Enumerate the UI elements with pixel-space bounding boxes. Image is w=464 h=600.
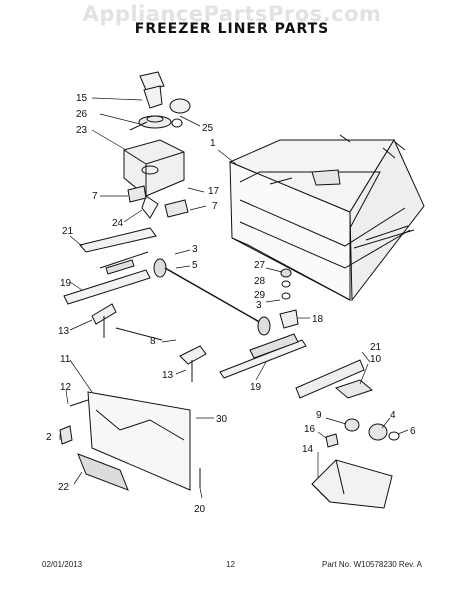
callout-14: 14: [302, 444, 314, 455]
callout-22: 22: [58, 482, 70, 493]
callout-13a: 13: [58, 326, 70, 337]
callout-11: 11: [60, 354, 71, 365]
callout-21a: 21: [62, 226, 74, 237]
callout-18: 18: [312, 314, 324, 325]
callout-9: 9: [316, 410, 322, 421]
page-title: FREEZER LINER PARTS: [134, 21, 330, 37]
fan-motor-assembly: [123, 71, 191, 219]
callout-15: 15: [76, 93, 88, 104]
callout-20: 20: [194, 504, 206, 515]
callout-19b: 19: [250, 382, 262, 393]
footer-page-number: 12: [226, 560, 235, 569]
callout-10: 10: [370, 354, 382, 365]
bracket-left: [91, 303, 207, 382]
callout-29: 29: [254, 290, 266, 301]
callout-3a: 3: [192, 244, 198, 255]
callout-16: 16: [304, 424, 316, 435]
callout-24: 24: [112, 218, 124, 229]
callout-6: 6: [410, 426, 416, 437]
watermark: AppliancePartsPros.com: [82, 2, 382, 26]
control-box: [311, 418, 400, 509]
wheel-axle: [153, 258, 271, 336]
callout-23: 23: [76, 125, 88, 136]
callout-8: 8: [150, 336, 156, 347]
footer-date: 02/01/2013: [42, 560, 83, 569]
callout-3b: 3: [256, 300, 262, 311]
cover-panel: [59, 391, 201, 491]
callout-7b: 7: [212, 201, 218, 212]
callout-1: 1: [210, 138, 216, 149]
callout-2: 2: [46, 432, 52, 443]
callout-21b: 21: [370, 342, 382, 353]
callout-28: 28: [254, 276, 266, 287]
callout-17: 17: [208, 186, 220, 197]
leader-lines: [59, 97, 409, 499]
slide-rail-right: [219, 333, 374, 399]
callout-27: 27: [254, 260, 266, 271]
callout-13b: 13: [162, 370, 174, 381]
callout-19a: 19: [60, 278, 72, 289]
callout-26: 26: [76, 109, 88, 120]
footer-part-number: Part No. W10578230 Rev. A: [322, 560, 422, 569]
callout-12: 12: [60, 382, 72, 393]
slide-rail-left: [63, 227, 157, 305]
freezer-liner: [228, 134, 425, 302]
callout-30: 30: [216, 414, 228, 425]
callout-4: 4: [390, 410, 396, 421]
callout-5: 5: [192, 260, 198, 271]
callout-labels: 15 26 25 23 1 17 7 7 24 21 3 5 27 28 29 …: [46, 93, 416, 515]
callout-25: 25: [202, 123, 214, 134]
callout-7a: 7: [92, 191, 98, 202]
roller-parts: [279, 268, 299, 329]
